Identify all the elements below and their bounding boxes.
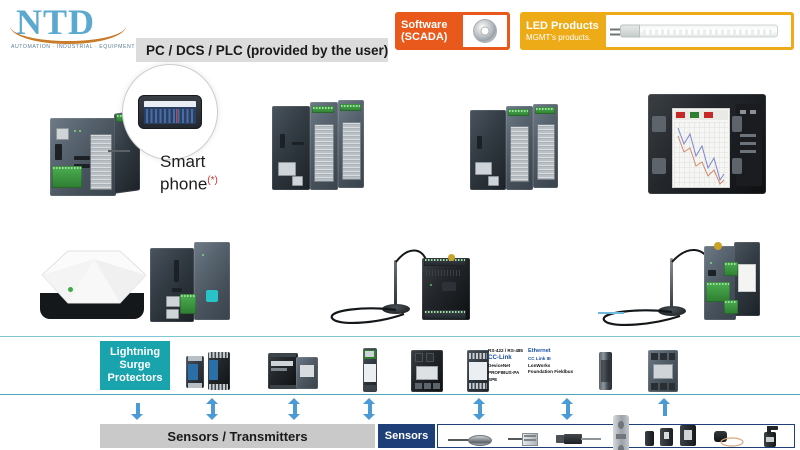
badge-software-scada[interactable]: Software (SCADA) [395,12,510,50]
led-tube-pin [610,28,620,30]
flow-arrow-updown-3 [288,398,301,420]
surge-protector-block-pair [268,353,320,391]
load-cell-icon [613,415,629,450]
photoelectric-sensor-icon [760,426,780,447]
badge-led-line1: LED Products [526,19,599,32]
sensors-label: Sensors [384,430,429,442]
plc-io-module [470,104,560,192]
wap-status-led [68,287,73,292]
current-transformer-small-icon [645,431,654,446]
smartphone-label-asterisk: (*) [207,175,218,186]
flow-arrow-down-1 [131,398,144,420]
sensors-transmitters-label: Sensors / Transmitters [167,428,308,444]
smartphone-chart-marker [176,109,177,123]
wap-hex-shell [41,250,147,304]
protocol-profibus-pa: PROFIBUS-PA [488,369,520,375]
current-transformer-medium-icon [660,428,673,446]
protocol-list: RS-422 / RS-485 CC-Link DeviceNet PROFIB… [488,348,590,392]
protocol-spe: SPE [488,376,498,382]
smartphone-screen [144,101,196,124]
wireless-io-module-antenna [326,240,476,324]
surge-protector-cylinder [595,352,615,390]
badge-software-text: Software (SCADA) [395,12,463,50]
callout-leader-line [108,150,130,152]
sensors-bar: Sensors [378,424,435,448]
lsp-line-1: Lightning [109,346,161,358]
led-tube-icon [610,24,778,38]
badge-software-line1: Software [401,19,448,31]
smartphone-label-line2: phone [160,174,208,194]
smartphone-callout [122,64,218,160]
surge-protector-din-b [208,350,234,392]
protocol-lonworks: LonWorks [527,362,551,368]
flow-arrow-up-7 [658,398,671,420]
badge-led-image [606,15,791,47]
proximity-sensor-icon [556,434,602,445]
wireless-gateway-module [150,242,234,324]
wireless-access-point [38,245,150,323]
wireless-remote-io-antenna [592,236,764,328]
smartphone-label-line1: Smart [160,152,206,171]
badge-led-line2: MGMT's products. [526,32,592,42]
recorder-trace-icon [677,127,725,185]
logo-tagline: AUTOMATION · INDUSTRIAL · EQUIPMENT [11,44,136,50]
plc-rack-module [272,100,366,192]
led-tube-cap [620,24,640,38]
sensor-icon-strip [437,415,795,450]
smartphone-icon [138,95,202,129]
pressure-diaphragm-sensor-icon [448,434,492,446]
flow-arrow-updown-2 [206,398,219,420]
led-tube-pin [610,33,620,35]
sensors-transmitters-bar: Sensors / Transmitters [100,424,375,448]
antenna-whip-icon [670,258,673,310]
logo-swoosh-icon [10,26,126,44]
badge-led-products[interactable]: LED Products MGMT's products. [520,12,794,50]
flow-sensor-icon [508,432,540,446]
badge-software-line2: (SCADA) [401,31,448,43]
antenna-connector-icon [714,242,722,250]
band-bottom-divider [0,394,800,395]
badge-led-text: LED Products MGMT's products. [520,12,606,50]
lightning-surge-protectors-label: Lightning Surge Protectors [100,341,170,390]
surge-protector-relay-module [411,350,445,392]
surge-protector-slim-din [359,348,381,392]
ntd-logo: NTD AUTOMATION · INDUSTRIAL · EQUIPMENT [8,4,135,52]
paper-chart-recorder [648,94,770,196]
smartphone-chart-bars [146,109,194,123]
protocol-rs422-485: RS-422 / RS-485 [488,348,523,353]
surge-protector-breaker [648,350,680,392]
protocol-devicenet: DeviceNet [488,362,511,368]
page-title: PC / DCS / PLC (provided by the user) [146,42,389,58]
led-tube-diodes [643,29,773,35]
coil-sensor-icon [714,431,744,447]
antenna-whip-icon [394,260,397,308]
protocol-foundation-fieldbus: Foundation Fieldbus [527,369,574,375]
protocol-cc-link: CC-Link [488,353,512,361]
smartphone-label: Smart phone(*) [160,152,250,194]
protocol-column-left: RS-422 / RS-485 CC-Link DeviceNet PROFIB… [488,348,523,392]
surge-protector-din-a [186,352,232,390]
protocol-column-right: Ethernet CC Link IE LonWorks Foundation … [528,348,573,392]
surge-protector-signal-module [467,350,491,392]
protocol-cc-link-ie: CC Link IE [527,355,551,361]
lsp-line-2: Surge [119,359,151,371]
band-top-divider [0,336,800,337]
header-title-bar: PC / DCS / PLC (provided by the user) [136,38,388,62]
flow-arrow-updown-4 [363,398,376,420]
current-transformer-large-icon [680,425,696,446]
lsp-line-3: Protectors [107,372,163,384]
flow-arrow-updown-6 [561,398,574,420]
protocol-ethernet: Ethernet [527,348,551,354]
badge-software-image [463,15,507,47]
antenna-cable [330,249,427,324]
antenna-connector-icon [448,254,455,261]
cd-disc-icon [473,19,497,43]
flow-arrow-updown-5 [473,398,486,420]
